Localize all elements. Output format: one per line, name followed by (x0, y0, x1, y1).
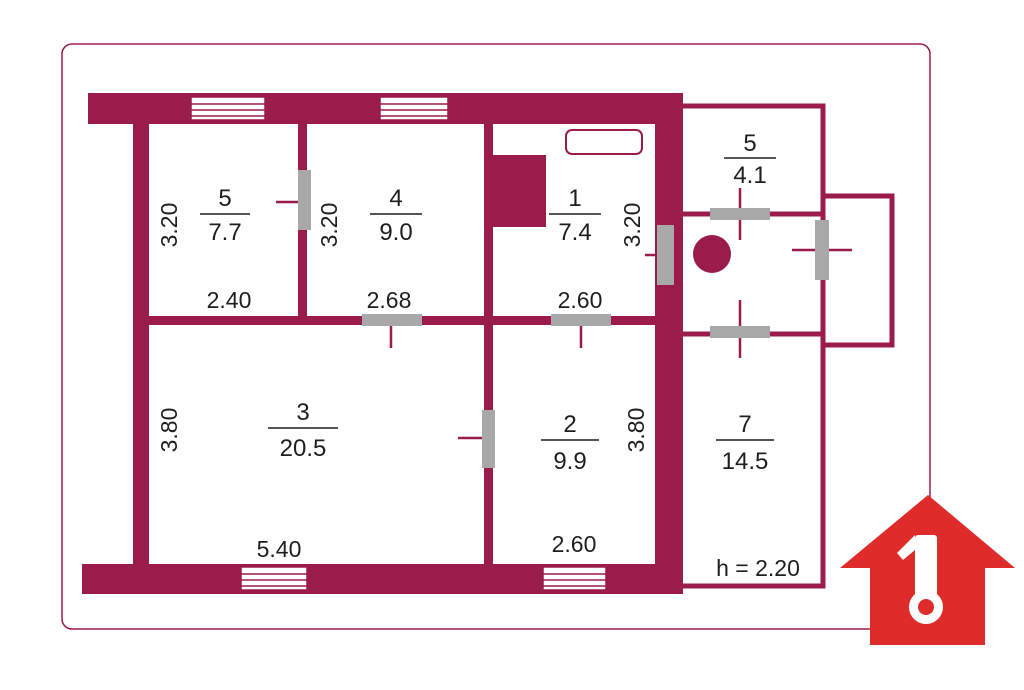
door-hall-7 (710, 326, 770, 338)
extension-walls (677, 103, 895, 589)
windows (190, 96, 607, 591)
room-number: 5 (218, 185, 231, 212)
dimensions: 3.20 3.20 3.20 2.40 2.68 2.60 3.80 3.80 … (156, 203, 800, 581)
dim-r1-width: 2.60 (558, 287, 603, 313)
plan-frame (61, 43, 931, 630)
door-hall-porch (815, 220, 829, 280)
dim-r2-width: 2.60 (552, 531, 597, 557)
dim-r5a-height: 3.20 (156, 203, 182, 248)
room-number: 3 (296, 399, 309, 426)
room-area: 7.7 (208, 219, 241, 246)
stove-block (492, 155, 546, 227)
dim-r1-height: 3.20 (619, 203, 645, 248)
ceiling-height: h = 2.20 (716, 555, 800, 581)
dim-r5a-width: 2.40 (207, 287, 252, 313)
room-label-5a: 5 7.7 (200, 185, 250, 246)
room-number: 1 (568, 185, 581, 212)
left-wall (133, 93, 149, 594)
dim-r4-height: 3.20 (316, 203, 342, 248)
dim-r3-width: 5.40 (257, 536, 302, 562)
door-markers (276, 188, 852, 440)
window-top-2 (379, 96, 449, 121)
sink (565, 129, 643, 155)
room-area: 9.0 (379, 219, 412, 246)
door-1-hall (657, 225, 674, 285)
room-label-2: 2 9.9 (541, 411, 599, 475)
room-label-4: 4 9.0 (370, 185, 422, 246)
dim-r4-width: 2.68 (367, 287, 412, 313)
room-number: 7 (738, 411, 751, 438)
dim-r2-height: 3.80 (623, 408, 649, 453)
room-number: 5 (743, 130, 756, 157)
dim-r3-height: 3.80 (156, 408, 182, 453)
house-key-logo (840, 495, 1015, 645)
window-bottom-1 (240, 566, 308, 591)
door-5-4 (298, 170, 311, 230)
room-label-1: 1 7.4 (549, 185, 601, 246)
room-label-5b: 5 4.1 (724, 130, 776, 189)
room-area: 4.1 (733, 162, 766, 189)
door-hall-5b (710, 208, 770, 220)
walls (82, 93, 731, 594)
porch-outline (823, 193, 895, 348)
chimney (693, 235, 731, 273)
room-label-3: 3 20.5 (268, 399, 338, 462)
door-1-2 (551, 314, 611, 326)
wall-4-1-3-2 (484, 120, 493, 566)
room-area: 7.4 (558, 219, 591, 246)
door-3-2 (482, 410, 495, 468)
doors (298, 170, 829, 468)
room-label-7: 7 14.5 (716, 411, 774, 475)
room-area: 9.9 (553, 448, 586, 475)
room-number: 4 (389, 185, 402, 212)
window-bottom-2 (542, 566, 607, 591)
window-top-1 (190, 96, 266, 121)
room-area: 14.5 (722, 448, 769, 475)
room-number: 2 (563, 411, 576, 438)
room-area: 20.5 (280, 435, 327, 462)
door-4-3 (362, 314, 422, 326)
